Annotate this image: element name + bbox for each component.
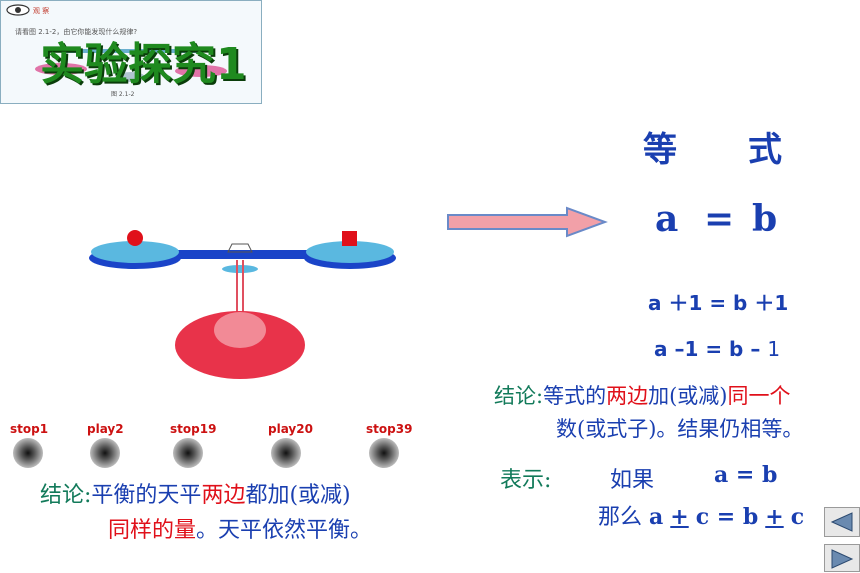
control-label: stop1 xyxy=(10,422,49,436)
control-play20[interactable]: play20 xyxy=(268,422,313,468)
conclusion-left-line2: 同样的量。天平依然平衡。 xyxy=(108,512,372,544)
arrow-right-icon xyxy=(447,206,608,238)
conclusion-left-text3: 。天平依然平衡。 xyxy=(196,518,373,543)
slide-title: 实验探究1 xyxy=(40,39,247,90)
control-button[interactable] xyxy=(173,438,203,468)
balance-scale-illustration xyxy=(89,230,396,379)
conclusion-right-emphasis2: 同一个 xyxy=(727,384,791,408)
triangle-left-icon xyxy=(830,512,853,532)
plus-minus-sign: + xyxy=(765,504,784,530)
conclusion-left-label: 结论: xyxy=(40,483,92,508)
eye-icon xyxy=(6,4,30,16)
representation-then-word: 那么 xyxy=(598,505,643,530)
conclusion-left-emphasis2: 同样的量 xyxy=(108,518,197,543)
control-label: play20 xyxy=(268,422,313,436)
thumbnail-balance-illustration xyxy=(35,49,227,82)
nav-prev-button[interactable] xyxy=(824,507,860,537)
representation-then-line: 那么 a + c = b + c xyxy=(598,499,804,531)
conclusion-right-emphasis1: 两边 xyxy=(606,384,649,408)
plus-minus-sign: + xyxy=(670,504,689,530)
thumbnail-tag: 观 察 xyxy=(33,7,50,15)
conclusion-left-line1: 结论:平衡的天平两边都加(或减) xyxy=(40,477,351,509)
control-label: stop19 xyxy=(170,422,217,436)
main-equation-b: b xyxy=(752,198,778,240)
representation-then-c1: c = b xyxy=(695,504,759,530)
representation-if-expression: a = b xyxy=(714,462,778,488)
representation-if-word: 如果 xyxy=(610,468,655,493)
control-stop1[interactable]: stop1 xyxy=(10,422,49,468)
control-button[interactable] xyxy=(271,438,301,468)
control-button[interactable] xyxy=(90,438,120,468)
control-button[interactable] xyxy=(369,438,399,468)
thumbnail-figure-label: 图 2.1-2 xyxy=(111,91,135,98)
formula-add-one: a ＋1 = b ＋1 xyxy=(648,291,789,315)
conclusion-right-line2: 数(或式子)。结果仍相等。 xyxy=(556,417,804,441)
conclusion-left-text1: 平衡的天平 xyxy=(91,483,202,508)
conclusion-right-text2: 加(或减) xyxy=(648,384,728,408)
triangle-right-icon xyxy=(831,549,854,569)
thumbnail-caption: 请看图 2.1-2，由它你能发现什么规律? xyxy=(15,28,138,36)
conclusion-left-text2: 都加(或减) xyxy=(245,483,351,508)
representation-label: 表示: xyxy=(500,468,552,493)
textbook-thumbnail: 观 察 请看图 2.1-2，由它你能发现什么规律? 图 2.1-2 xyxy=(0,0,262,104)
formula-subtract-one: a –1 = b – 1 xyxy=(654,337,780,361)
equation-heading-left: 等 xyxy=(643,130,677,170)
conclusion-left-emphasis: 两边 xyxy=(201,483,246,508)
representation-then-a: a xyxy=(649,504,664,530)
formula-subtract-main: a –1 = b – xyxy=(654,337,768,361)
control-stop19[interactable]: stop19 xyxy=(170,422,217,468)
conclusion-right-line1: 结论:等式的两边加(或减)同一个 xyxy=(494,380,790,410)
formula-subtract-one-digit: 1 xyxy=(767,337,781,361)
control-play2[interactable]: play2 xyxy=(87,422,124,468)
conclusion-right-label: 结论: xyxy=(494,384,544,408)
control-button[interactable] xyxy=(13,438,43,468)
main-equation-a: a xyxy=(655,198,679,240)
equation-heading-right: 式 xyxy=(748,130,782,170)
main-equation-equals: = xyxy=(704,198,735,240)
control-label: play2 xyxy=(87,422,124,436)
nav-next-button[interactable] xyxy=(824,544,860,572)
control-stop39[interactable]: stop39 xyxy=(366,422,413,468)
conclusion-right-text1: 等式的 xyxy=(543,384,607,408)
control-label: stop39 xyxy=(366,422,413,436)
representation-then-c2: c xyxy=(790,504,805,530)
